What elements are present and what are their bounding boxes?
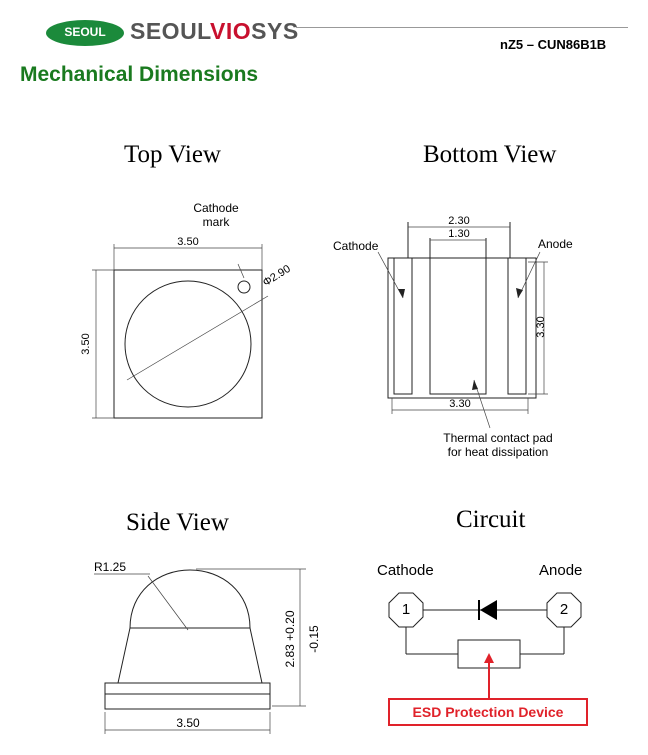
node-1-label: 1 xyxy=(401,601,411,618)
diameter-leader xyxy=(126,295,269,381)
bottom-dim-inner: 1.30 xyxy=(448,228,470,240)
bottom-dim-right: 3.30 xyxy=(535,316,547,338)
logo-badge: SEOUL xyxy=(46,20,124,46)
node-2-octagon xyxy=(546,592,582,628)
top-width-dim: 3.50 xyxy=(177,236,199,248)
bottom-view-drawing xyxy=(377,222,548,429)
side-height-dim-b: -0.15 xyxy=(307,625,321,653)
thermal-pad-note: Thermal contact pad for heat dissipation xyxy=(443,431,553,459)
cathode-pad xyxy=(393,257,413,395)
circuit-anode-label: Anode xyxy=(539,562,583,579)
side-view-drawing xyxy=(94,568,306,734)
bottom-cathode-label: Cathode xyxy=(333,239,379,253)
node-2-label: 2 xyxy=(559,601,569,618)
header-divider xyxy=(296,27,628,28)
bottom-anode-label: Anode xyxy=(538,237,573,251)
circuit-drawing xyxy=(388,592,582,698)
cathode-mark-label: Cathode mark xyxy=(193,201,239,229)
radius-leader xyxy=(147,575,189,631)
logo-wordmark: SEOULVIOSYS xyxy=(130,18,299,44)
side-height-dim-a: 2.83 +0.20 xyxy=(283,610,297,668)
circuit-title: Circuit xyxy=(456,506,526,533)
side-view-title: Side View xyxy=(126,509,229,536)
bottom-dim-outer: 2.30 xyxy=(448,215,470,227)
top-view-title: Top View xyxy=(124,141,221,168)
node-1-octagon xyxy=(388,592,424,628)
side-view-dome xyxy=(129,569,251,629)
thermal-pad xyxy=(429,257,487,395)
side-view-base xyxy=(104,682,271,710)
page-title: Mechanical Dimensions xyxy=(20,63,259,86)
side-radius-dim: R1.25 xyxy=(94,560,127,574)
top-view-body xyxy=(113,269,263,419)
bottom-dim-bottom: 3.30 xyxy=(449,398,471,410)
esd-label: ESD Protection Device xyxy=(388,698,588,726)
bottom-view-body xyxy=(387,257,537,399)
diode-symbol xyxy=(480,600,497,620)
logo-badge-text: SEOUL xyxy=(64,25,106,39)
top-view-drawing xyxy=(92,244,269,419)
circuit-cathode-label: Cathode xyxy=(377,562,434,579)
top-height-dim: 3.50 xyxy=(80,333,92,355)
side-width-dim: 3.50 xyxy=(176,716,200,730)
bottom-view-title: Bottom View xyxy=(423,141,557,168)
cathode-mark-leader xyxy=(237,263,245,279)
anode-pad xyxy=(507,257,527,395)
top-view-lens xyxy=(124,280,252,408)
model-number: nZ5 – CUN86B1B xyxy=(500,37,607,52)
side-view-housing xyxy=(117,627,263,684)
cathode-mark-circle xyxy=(237,280,251,294)
